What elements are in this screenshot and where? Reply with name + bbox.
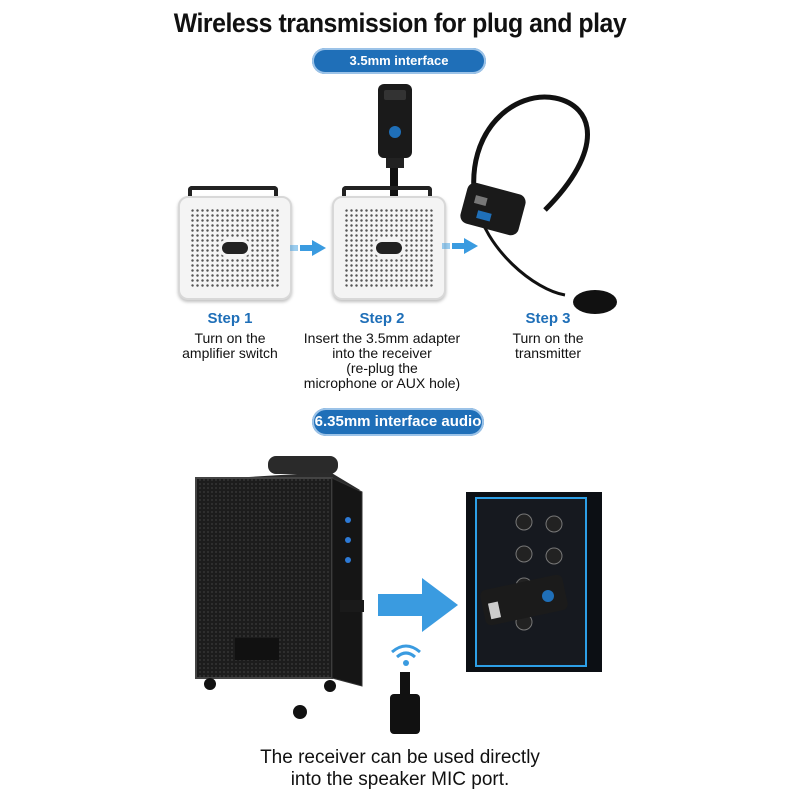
step2-text: Insert the 3.5mm adapter into the receiv…: [282, 331, 482, 391]
headset-microphone: [460, 94, 617, 314]
step1-heading: Step 1: [207, 310, 253, 327]
badge-6-35mm-audio: 6.35mm interface audio: [312, 408, 484, 436]
speaker-step2: [332, 196, 446, 300]
step-line: Turn on the: [194, 330, 266, 346]
caption: The receiver can be used directly into t…: [0, 747, 800, 791]
receiver-dongle: [390, 672, 420, 734]
trolley-speaker: [195, 456, 364, 719]
step-line: into the receiver: [332, 345, 432, 361]
page-title: Wireless transmission for plug and play: [173, 8, 627, 38]
badge-3-5mm-loudspeaker: 3.5mm interface loudspeaker: [312, 48, 486, 94]
receiver-with-adapter: [378, 84, 412, 196]
caption-line: The receiver can be used directly: [260, 747, 540, 768]
step-line: amplifier switch: [182, 345, 278, 361]
caption-line: into the speaker MIC port.: [290, 769, 510, 790]
step1-text: Turn on the amplifier switch: [150, 331, 310, 361]
step-line: transmitter: [514, 345, 582, 361]
speaker-handle: [342, 186, 432, 200]
step2-heading: Step 2: [359, 310, 405, 327]
step-line: microphone or AUX hole): [303, 375, 461, 391]
speaker-handle: [188, 186, 278, 200]
arrow-right-icon: [290, 240, 326, 256]
speaker-step1: [178, 196, 292, 300]
arrow-right-icon: [442, 238, 478, 254]
wifi-signal-icon: [391, 644, 421, 666]
step3-heading: Step 3: [525, 310, 571, 327]
step3-text: Turn on the transmitter: [468, 331, 628, 361]
step-line: (re-plug the: [346, 360, 418, 376]
step-line: Insert the 3.5mm adapter: [303, 330, 461, 346]
arrow-right-icon: [378, 578, 458, 632]
speaker-panel-closeup: [466, 492, 602, 672]
step-line: Turn on the: [512, 330, 584, 346]
